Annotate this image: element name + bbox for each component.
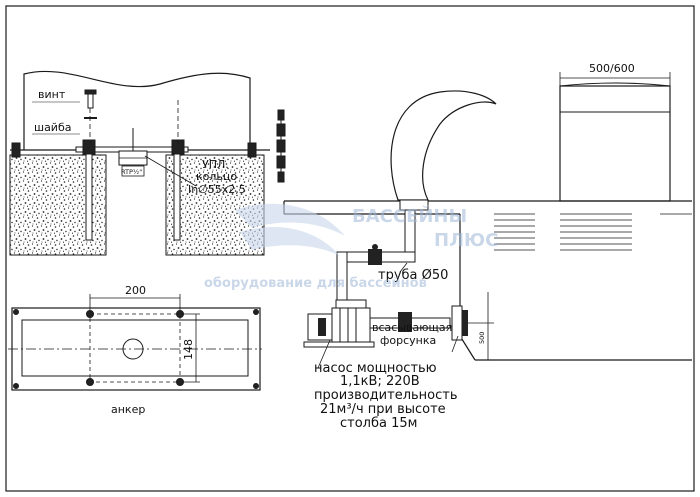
- cross-section-detail: [9, 70, 270, 256]
- label-truba: труба Ø50: [378, 268, 448, 283]
- label-vint: винт: [38, 88, 66, 101]
- water-surface: [494, 213, 692, 251]
- label-nasos-2: 1,1кВ; 220В: [340, 374, 420, 389]
- dim-200: 200: [125, 284, 146, 297]
- pool-installation: [283, 72, 692, 369]
- label-shaiba: шайба: [34, 121, 71, 134]
- watermark: БАССЕЙНЫ ПЛЮС оборудование для бассейнов: [204, 203, 498, 291]
- anchor-rod-right: [173, 151, 181, 241]
- anchor-inner-slot: [21, 319, 249, 377]
- dim-148: 148: [182, 339, 195, 360]
- watermark-line-3: оборудование для бассейнов: [204, 276, 427, 291]
- label-nasos-5: столба 15м: [340, 416, 417, 431]
- suction-nozzle: [451, 305, 463, 341]
- label-anker: анкер: [111, 403, 145, 416]
- watermark-line-1: БАССЕЙНЫ: [352, 205, 467, 227]
- dim-500: 500: [478, 332, 486, 344]
- label-nasos-1: насос мощностью: [314, 361, 437, 376]
- fountain-body-outline: [23, 70, 251, 150]
- anchor-plan-view: [8, 294, 262, 391]
- drawing-frame: [5, 5, 695, 492]
- fountain-front-view: [559, 85, 671, 202]
- label-nasos-3: производительность: [314, 388, 458, 403]
- label-nasos-4: 21м³/ч при высоте: [320, 402, 446, 417]
- label-kolco: кольцо: [196, 170, 237, 183]
- exploded-bolt-set: [276, 109, 286, 183]
- label-vsasyvayushchaya: всасывающая: [372, 321, 452, 334]
- watermark-line-2: ПЛЮС: [434, 230, 498, 251]
- fountain-spout: [390, 90, 497, 201]
- dim-500-600: 500/600: [589, 62, 635, 75]
- label-ring-size: In∅55x2,5: [188, 183, 246, 196]
- pump: [303, 299, 375, 348]
- anchor-rod-left: [85, 151, 93, 241]
- label-rtp: RTP½": [121, 168, 142, 176]
- label-upl: УПЛ.: [202, 158, 229, 171]
- label-forsunka: форсунка: [380, 334, 436, 347]
